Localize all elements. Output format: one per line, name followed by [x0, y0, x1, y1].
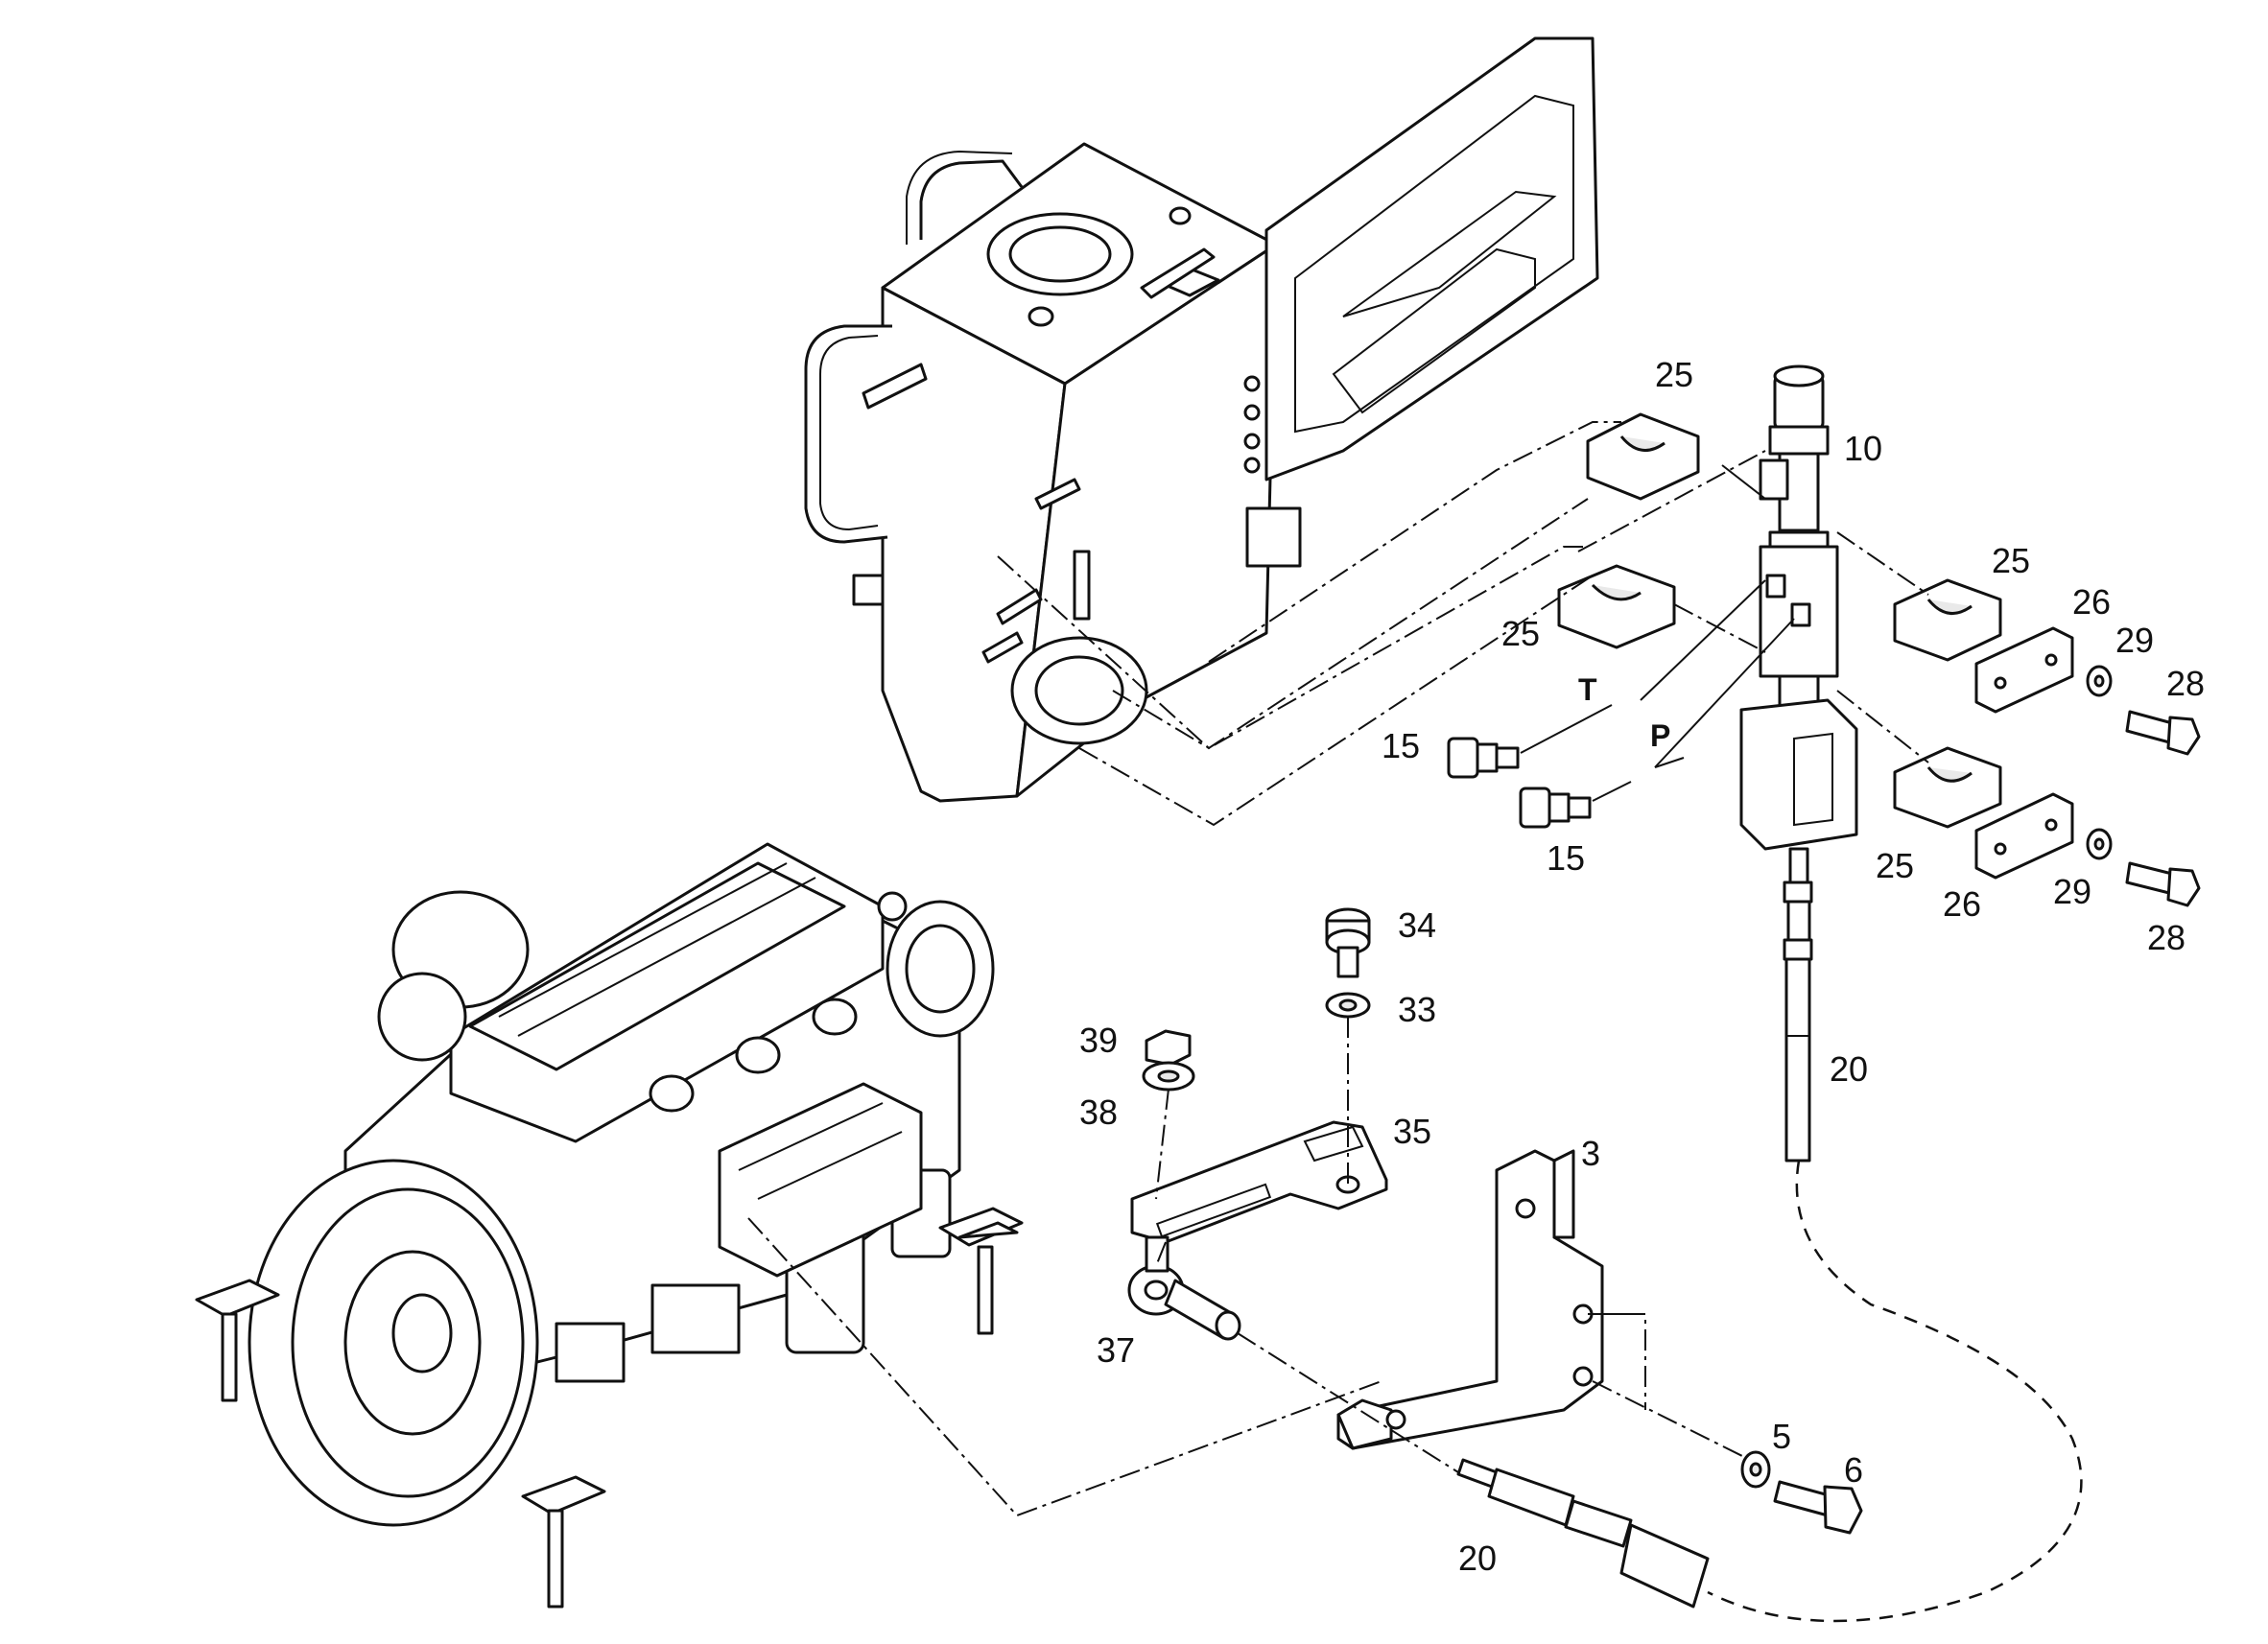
hydraulic-fittings [1447, 737, 1592, 829]
callout-15-lower: 15 [1547, 838, 1585, 878]
callout-26-lower: 26 [1943, 884, 1981, 924]
callout-25-right-lower: 25 [1876, 846, 1914, 885]
callout-35: 35 [1393, 1112, 1431, 1151]
callout-25-left: 25 [1501, 614, 1540, 653]
callout-28-lower: 28 [2147, 918, 2185, 957]
callout-20-right: 20 [1830, 1049, 1868, 1089]
adjust-screw [1325, 907, 1371, 1019]
clamp-plates [1974, 626, 2074, 880]
port-t-label: T [1578, 672, 1597, 707]
callout-33: 33 [1398, 990, 1436, 1029]
engine-assembly [195, 842, 1024, 1609]
callout-15-upper: 15 [1382, 726, 1420, 765]
callout-29-lower: 29 [2053, 872, 2091, 911]
callout-25-top: 25 [1655, 355, 1693, 394]
callout-25-right-upper: 25 [1992, 541, 2030, 580]
mounting-bracket [1336, 1149, 1604, 1450]
washers-bolts [2086, 665, 2201, 907]
nut-washer [1142, 1029, 1195, 1092]
port-p-label: P [1650, 718, 1670, 753]
callout-39: 39 [1079, 1021, 1118, 1060]
clamp-halves [1557, 412, 2002, 829]
callout-28-upper: 28 [2166, 664, 2205, 703]
callout-37: 37 [1097, 1330, 1135, 1370]
washer-bolt-6 [1740, 1450, 1863, 1535]
flexible-cable-path [1707, 1160, 2083, 1623]
chassis-frame [804, 36, 1599, 803]
callout-3: 3 [1581, 1134, 1600, 1173]
callout-34: 34 [1398, 905, 1436, 945]
callout-10: 10 [1844, 429, 1882, 468]
callout-29-upper: 29 [2115, 621, 2154, 660]
callout-6: 6 [1844, 1450, 1863, 1490]
callout-38: 38 [1079, 1092, 1118, 1132]
cable-end [1456, 1458, 1710, 1609]
leader-lines [747, 421, 1929, 1517]
control-valve [1739, 364, 1858, 1163]
callout-20-bottom: 20 [1458, 1538, 1497, 1578]
ball-joint [1127, 1235, 1241, 1341]
callout-5: 5 [1772, 1417, 1791, 1456]
callout-labels: 25 10 25 25 26 29 28 T P 15 15 25 26 29 … [1079, 355, 2205, 1578]
callout-26-upper: 26 [2072, 582, 2111, 622]
